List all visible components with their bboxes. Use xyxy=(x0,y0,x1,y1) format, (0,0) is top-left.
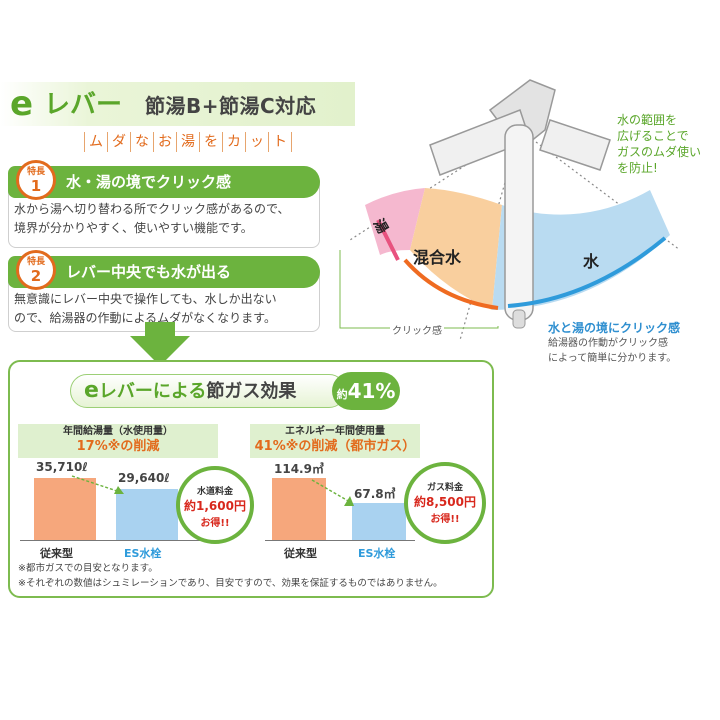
feature-2-desc-line2: ので、給湯器の作動によるムダがなくなります。 xyxy=(14,311,276,325)
water-label: 水 xyxy=(583,252,600,271)
tagline: ム ダ な お 湯 を カ ッ ト xyxy=(84,132,292,152)
tagline-char: お xyxy=(153,132,176,152)
feature-1-title: 水・湯の境でクリック感 xyxy=(66,173,232,191)
tagline-char: を xyxy=(199,132,222,152)
feature-2-title: レバー中央でも水が出る xyxy=(66,263,232,281)
click-label: クリック感 xyxy=(390,322,444,337)
chart2-value-label: 114.9㎥ xyxy=(274,462,324,476)
effect-banner xyxy=(70,374,346,408)
faucet-arm-right xyxy=(539,119,611,171)
chart1-axis xyxy=(20,540,210,541)
chart2-value-label: 67.8㎥ xyxy=(354,487,396,501)
title-band xyxy=(0,82,355,126)
side-note-line: 水の範囲を xyxy=(617,113,678,127)
border-note-title: 水と湯の境にクリック感 xyxy=(548,321,681,335)
feature-2-badge: 特長 2 xyxy=(16,250,56,290)
side-note: 水の範囲を 広げることで ガスのムダ使い を防止! xyxy=(617,112,701,176)
water-band xyxy=(492,190,670,310)
faucet-tip xyxy=(512,309,526,329)
hot-band xyxy=(365,188,425,255)
feature-2-bar xyxy=(8,256,320,288)
footnote-1: ※都市ガスでの目安となります。 xyxy=(18,563,158,574)
title-support: 節湯B+節湯C対応 xyxy=(145,94,317,118)
chart2-bar-conventional xyxy=(272,478,326,540)
water-arrow xyxy=(507,236,667,308)
chart1-bar-es xyxy=(116,489,178,540)
percent-badge: 約41% xyxy=(332,372,400,410)
chart1-bar-conventional xyxy=(34,478,96,540)
feature-1-desc-line1: 水から湯へ切り替わる所でクリック感があるので、 xyxy=(14,202,290,216)
down-arrow-stem xyxy=(145,322,175,338)
border-note-sub1: 給湯器の作動がクリック感 xyxy=(548,338,668,349)
faucet-diagram xyxy=(339,79,681,341)
mixed-arrow xyxy=(403,258,499,310)
tagline-char: ッ xyxy=(245,132,268,152)
feature-2-desc-line1: 無意識にレバー中央で操作しても、水しか出ない xyxy=(14,292,277,306)
border-note-sub2: によって簡単に分かります。 xyxy=(548,353,677,364)
chart2-callout-bubble: ガス料金 約8,500円 お得!! xyxy=(404,462,486,544)
chart2-trend-arrow-icon xyxy=(311,479,354,506)
chart1-value-label: 29,640ℓ xyxy=(118,471,170,485)
tagline-char: カ xyxy=(222,132,245,152)
chart2-category-label: ES水栓 xyxy=(358,547,396,560)
title-e-logo: e xyxy=(10,84,34,124)
chart1-trend-arrow-icon xyxy=(71,475,124,494)
feature-1-bar xyxy=(8,166,320,198)
mixed-label: 混合水 xyxy=(413,248,462,267)
chart1-value-label: 35,710ℓ xyxy=(36,460,88,474)
effect-title-strong: 節ガス効果 xyxy=(206,381,297,402)
chart1-callout-bubble: 水道料金 約1,600円 お得!! xyxy=(176,466,254,544)
chart2-subtitle: 41%※の削減（都市ガス） xyxy=(254,439,416,454)
tagline-char: ム xyxy=(84,132,107,152)
effect-e: e xyxy=(84,378,99,403)
chart1-category-label: ES水栓 xyxy=(124,547,162,560)
chart1-category-label: 従来型 xyxy=(40,547,73,560)
border-note: 水と湯の境にクリック感 給湯器の作動がクリック感 によって簡単に分かります。 xyxy=(548,320,718,366)
chart1-subtitle: 17%※の削減 xyxy=(76,439,160,454)
footnote-2: ※それぞれの数値はシュミレーションであり、目安ですので、効果を保証するものではあ… xyxy=(18,578,443,589)
effect-title-mid: レバーによる xyxy=(98,381,207,402)
feature-1-desc-line2: 境界が分かりやすく、使いやすい機能です。 xyxy=(14,221,253,235)
feature-1-badge: 特長 1 xyxy=(16,160,56,200)
title-lever: レバー xyxy=(44,90,123,120)
tagline-char: な xyxy=(130,132,153,152)
chart2-header: エネルギー年間使用量 41%※の削減（都市ガス） xyxy=(250,424,420,458)
chart2-title: エネルギー年間使用量 xyxy=(285,426,385,437)
mixed-band xyxy=(410,188,502,310)
tagline-char: ト xyxy=(268,132,292,152)
chart2-category-label: 従来型 xyxy=(284,547,317,560)
chart2-axis xyxy=(265,540,415,541)
side-note-line: 広げることで xyxy=(617,129,689,143)
side-note-line: ガスのムダ使い xyxy=(617,145,702,159)
guide-line-left xyxy=(349,129,521,241)
chart1-title: 年間給湯量（水使用量） xyxy=(63,426,173,437)
tagline-char: ダ xyxy=(107,132,130,152)
hot-arrow xyxy=(376,219,400,261)
side-note-line: を防止! xyxy=(617,161,658,175)
chart1-header: 年間給湯量（水使用量） 17%※の削減 xyxy=(18,424,218,458)
faucet-spout xyxy=(504,124,534,321)
tagline-char: 湯 xyxy=(176,132,199,152)
chart2-bar-es xyxy=(352,503,406,540)
effect-title: eレバーによる節ガス効果 xyxy=(84,378,296,405)
